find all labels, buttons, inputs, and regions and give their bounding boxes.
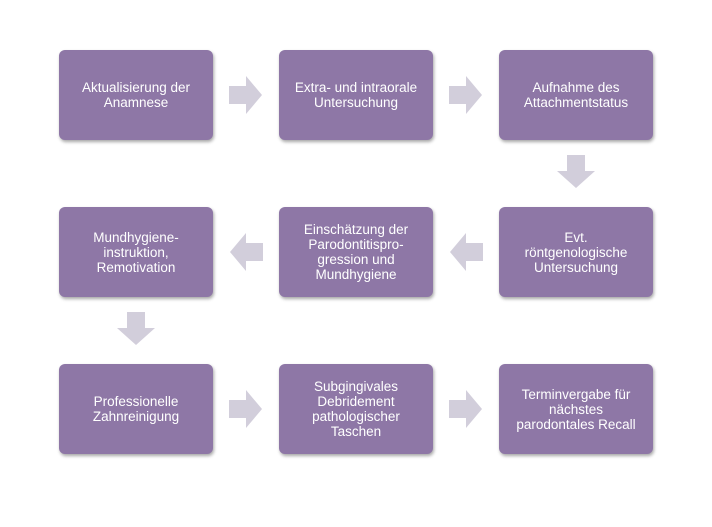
step-4-label: Evt. röntgenologische Untersuchung (524, 229, 628, 275)
step-6-box: Mundhygiene- instruktion, Remotivation (59, 207, 213, 297)
step-9-label: Terminvergabe für nächstes parodontales … (516, 386, 636, 432)
step-5-label: Einschätzung der Parodontitispro- gressi… (303, 222, 409, 282)
step-8-box: Subgingivales Debridement pathologischer… (279, 364, 433, 454)
step-1-box: Aktualisierung der Anamnese (59, 50, 213, 140)
step-3-box: Aufnahme des Attachmentstatus (499, 50, 653, 140)
arrow-down-3-4 (557, 155, 595, 188)
step-7-label: Professionelle Zahnreinigung (92, 394, 180, 424)
step-8-label: Subgingivales Debridement pathologischer… (312, 379, 400, 439)
step-6-label: Mundhygiene- instruktion, Remotivation (93, 229, 179, 275)
arrow-right-2-3 (449, 76, 482, 114)
step-2-box: Extra- und intraorale Untersuchung (279, 50, 433, 140)
arrow-right-7-8 (229, 390, 262, 428)
step-2-label: Extra- und intraorale Untersuchung (294, 80, 418, 110)
step-4-box: Evt. röntgenologische Untersuchung (499, 207, 653, 297)
step-5-box: Einschätzung der Parodontitispro- gressi… (279, 207, 433, 297)
arrow-right-1-2 (229, 76, 262, 114)
step-3-label: Aufnahme des Attachmentstatus (523, 80, 629, 110)
arrow-right-8-9 (449, 390, 482, 428)
arrow-left-4-5 (450, 233, 483, 271)
arrow-down-6-7 (117, 312, 155, 345)
arrow-left-5-6 (230, 233, 263, 271)
step-7-box: Professionelle Zahnreinigung (59, 364, 213, 454)
step-9-box: Terminvergabe für nächstes parodontales … (499, 364, 653, 454)
step-1-label: Aktualisierung der Anamnese (81, 80, 191, 110)
